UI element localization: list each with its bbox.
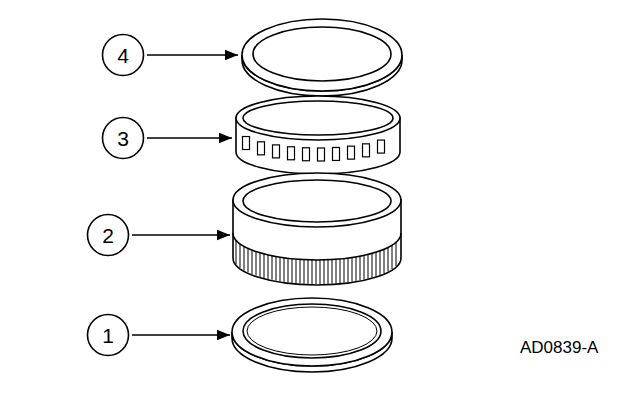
knurl-line — [292, 259, 293, 283]
cage-window — [378, 140, 385, 153]
knurl-line — [276, 257, 277, 281]
cage-bore — [243, 101, 393, 135]
knurl-lines — [236, 240, 396, 284]
knurl-line — [252, 250, 253, 274]
cage-window — [258, 142, 265, 155]
leader-arrows — [132, 55, 238, 335]
knurl-line — [284, 258, 285, 282]
race-top — [233, 173, 401, 227]
seal-ring — [232, 298, 392, 372]
figure-code: AD0839-A — [520, 338, 598, 358]
knurl-line — [300, 259, 301, 283]
knurl-line — [328, 260, 329, 284]
knurl-line — [268, 255, 269, 279]
knurl-line — [392, 245, 393, 269]
ring-lip — [247, 307, 377, 355]
knurl-line — [280, 257, 281, 281]
leader-arrow — [132, 234, 230, 236]
knurl-line — [364, 255, 365, 279]
knurl-line — [260, 253, 261, 277]
callout-number: 3 — [117, 128, 129, 149]
knurl-line — [380, 251, 381, 275]
knurl-line — [332, 260, 333, 284]
ring-bore — [253, 27, 391, 81]
callout-circle: 4 — [101, 33, 145, 77]
knurl-line — [368, 254, 369, 278]
ring-bore — [243, 304, 381, 358]
knurl-line — [244, 246, 245, 270]
ring-face — [232, 298, 392, 366]
cage-window — [333, 147, 340, 160]
roller-cage — [236, 96, 400, 174]
callout-circle: 3 — [101, 116, 145, 160]
callout-ring — [103, 118, 144, 159]
knurled-race — [233, 173, 401, 285]
leader-arrow — [147, 54, 238, 56]
knurl-line — [304, 260, 305, 284]
knurl-line — [396, 242, 397, 266]
knurl-line — [384, 249, 385, 273]
race-bore — [243, 180, 391, 222]
cage-window — [288, 147, 295, 160]
knurl-line — [376, 252, 377, 276]
callout-ring — [103, 35, 144, 76]
knurl-line — [352, 258, 353, 282]
knurl-line — [248, 248, 249, 272]
callout-ring — [88, 315, 129, 356]
knurl-line — [388, 247, 389, 271]
knurl-line — [308, 260, 309, 284]
ring-face — [242, 19, 402, 91]
knurl-line — [340, 259, 341, 283]
callout-circle: 2 — [86, 213, 130, 257]
knurl-line — [296, 259, 297, 283]
knurl-line — [236, 240, 237, 264]
knurl-line — [288, 258, 289, 282]
knurl-line — [372, 253, 373, 277]
knurl-line — [312, 260, 313, 284]
leader-arrow — [147, 137, 232, 139]
callout-number: 2 — [102, 225, 114, 246]
knurl-line — [344, 259, 345, 283]
leader-arrow — [132, 334, 230, 336]
knurl-line — [360, 256, 361, 280]
callout-number: 4 — [117, 45, 129, 66]
knurl-line — [356, 257, 357, 281]
cage-window — [348, 146, 355, 159]
callout-ring — [88, 215, 129, 256]
cage-window — [363, 144, 370, 157]
knurl-line — [240, 244, 241, 268]
cage-window — [273, 145, 280, 158]
knurl-line — [320, 260, 321, 284]
callout-circle: 1 — [86, 313, 130, 357]
cage-top — [236, 96, 400, 140]
cage-windows — [243, 137, 385, 161]
knurl-line — [316, 260, 317, 284]
knurl-line — [324, 260, 325, 284]
knurl-line — [336, 259, 337, 283]
cage-window — [303, 148, 310, 161]
knurl-line — [348, 258, 349, 282]
callout-number: 1 — [102, 325, 114, 346]
knurl-line — [272, 256, 273, 280]
knurl-line — [256, 252, 257, 276]
knurl-line — [264, 254, 265, 278]
cage-window — [318, 148, 325, 161]
cage-window — [243, 137, 250, 150]
flat-ring — [242, 19, 402, 96]
